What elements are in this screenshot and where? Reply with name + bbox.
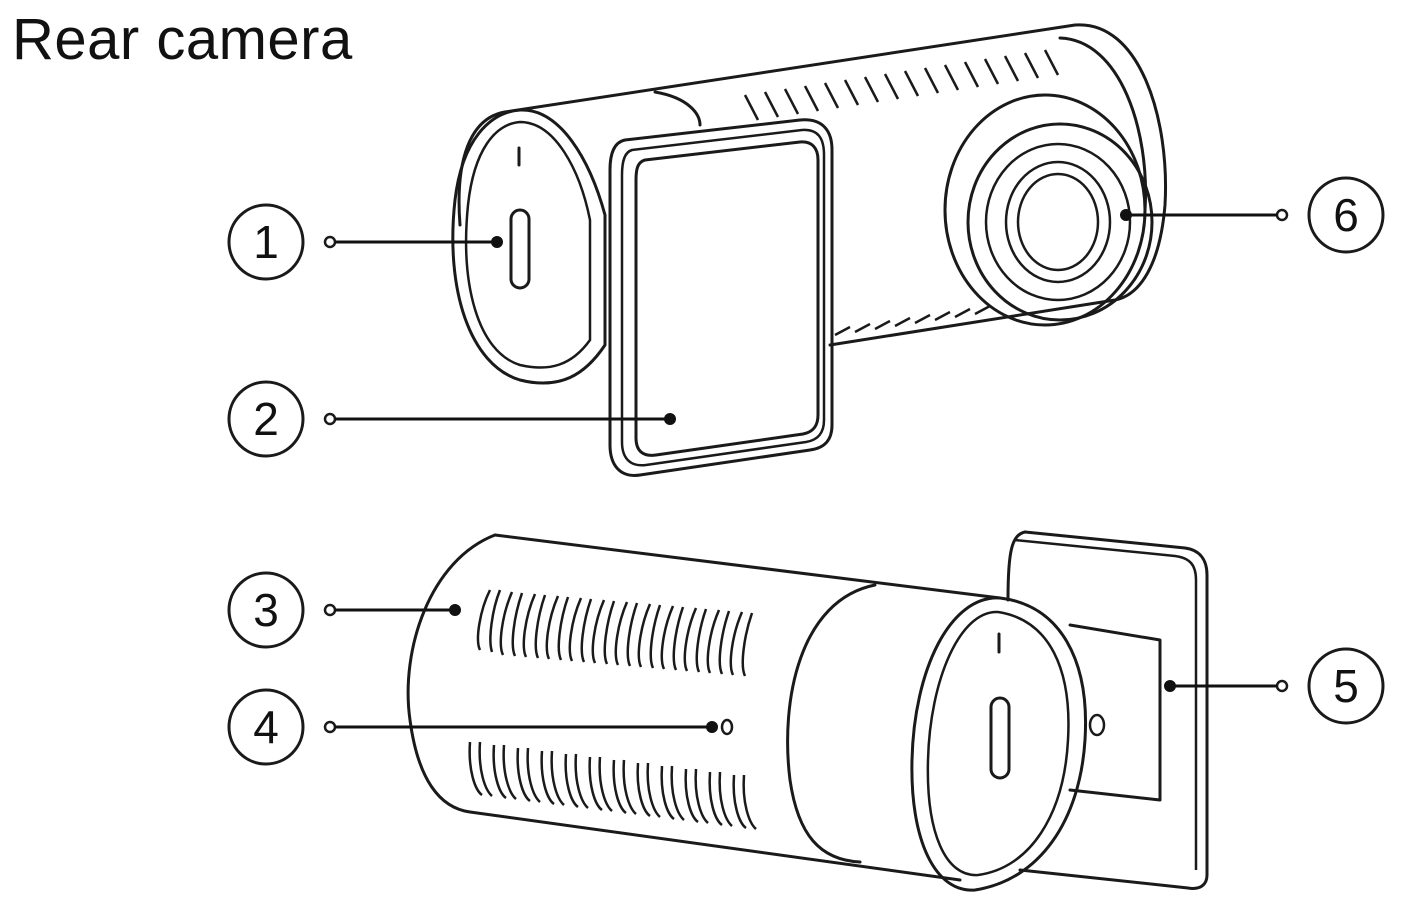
callout-1-label: 1 xyxy=(253,216,279,268)
callout-3-circle xyxy=(227,571,305,649)
callout-1-circle xyxy=(227,203,305,281)
camera-bottom-view xyxy=(406,530,1209,892)
callout-6: 6 xyxy=(1120,176,1385,254)
lens-glass-inner xyxy=(1016,172,1100,272)
page-title: Rear camera xyxy=(12,7,353,72)
callout-3: 3 xyxy=(227,571,461,649)
bottom-vents-lower xyxy=(468,741,757,830)
camera-top-view xyxy=(451,23,1168,477)
mount-plate-edge xyxy=(1006,530,1027,602)
callout-4: 4 xyxy=(227,688,718,766)
callout-2-end-dot xyxy=(664,413,676,425)
top-collar xyxy=(653,90,702,127)
top-body-rim xyxy=(1058,36,1148,212)
callout-4-end-dot xyxy=(706,721,718,733)
mount-plate xyxy=(1018,530,1209,890)
bottom-end-disc-inner xyxy=(926,610,1070,877)
callout-3-start-dot xyxy=(323,603,337,617)
lens-ring-1 xyxy=(966,122,1154,322)
bottom-vents-upper xyxy=(476,589,754,677)
callout-5-circle xyxy=(1307,647,1385,725)
callout-4-label: 4 xyxy=(253,701,279,753)
top-vents xyxy=(743,49,1060,337)
bottom-pinhole xyxy=(720,718,734,736)
callout-5-start-dot xyxy=(1275,679,1289,693)
lens-ring-2 xyxy=(984,142,1132,302)
bottom-end-disc xyxy=(910,596,1088,892)
callout-2-circle xyxy=(227,380,305,458)
lens-glass xyxy=(1004,160,1112,284)
callout-1-end-dot xyxy=(491,236,503,248)
top-body-left-edge xyxy=(457,110,507,227)
callout-4-start-dot xyxy=(323,720,337,734)
callout-4-circle xyxy=(227,688,305,766)
screen-frame-outer xyxy=(608,118,834,477)
callout-1-start-dot xyxy=(323,235,337,249)
callout-6-end-dot xyxy=(1120,209,1132,221)
mount-plate-inner xyxy=(1014,538,1198,870)
top-body-outline xyxy=(503,23,1168,347)
callout-6-circle xyxy=(1307,176,1385,254)
top-mount-disc-inner xyxy=(464,120,592,369)
lens-housing xyxy=(943,93,1147,327)
callout-2-label: 2 xyxy=(253,393,279,445)
screen-panel xyxy=(634,140,820,457)
callout-2: 2 xyxy=(227,380,676,458)
mount-bracket xyxy=(1068,623,1162,802)
bottom-disc-slot xyxy=(989,696,1011,780)
callout-1: 1 xyxy=(227,203,503,281)
callout-5-label: 5 xyxy=(1333,660,1359,712)
bottom-body-bottom xyxy=(468,810,962,882)
callout-2-start-dot xyxy=(323,412,337,426)
bottom-body-band xyxy=(786,583,877,864)
bottom-screw xyxy=(1088,713,1106,737)
callout-5-end-dot xyxy=(1164,680,1176,692)
top-disc-slot xyxy=(509,208,531,290)
top-mount-disc xyxy=(451,108,607,385)
callout-5: 5 xyxy=(1164,647,1385,725)
callout-3-label: 3 xyxy=(253,584,279,636)
bottom-body-left xyxy=(406,533,497,814)
callout-6-label: 6 xyxy=(1333,189,1359,241)
screen-frame-mid xyxy=(620,128,826,467)
callout-6-start-dot xyxy=(1275,208,1289,222)
callout-3-end-dot xyxy=(449,604,461,616)
bottom-body-top xyxy=(493,533,1002,600)
